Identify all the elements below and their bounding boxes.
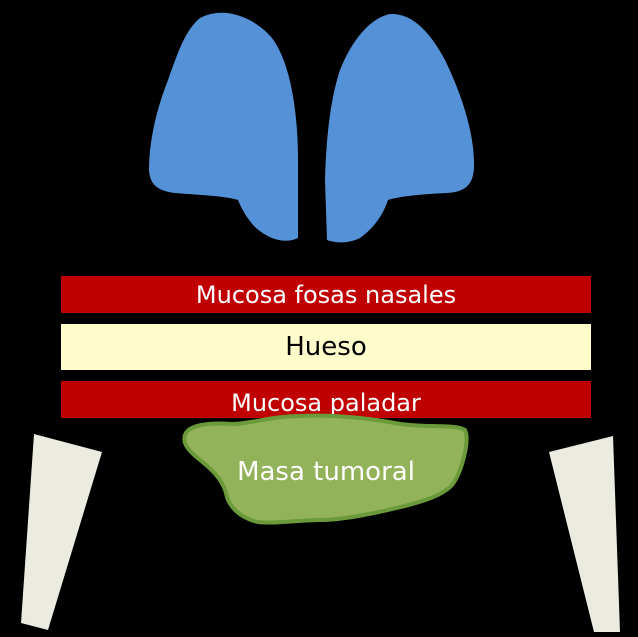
tumor-label: Masa tumoral [185, 452, 467, 492]
